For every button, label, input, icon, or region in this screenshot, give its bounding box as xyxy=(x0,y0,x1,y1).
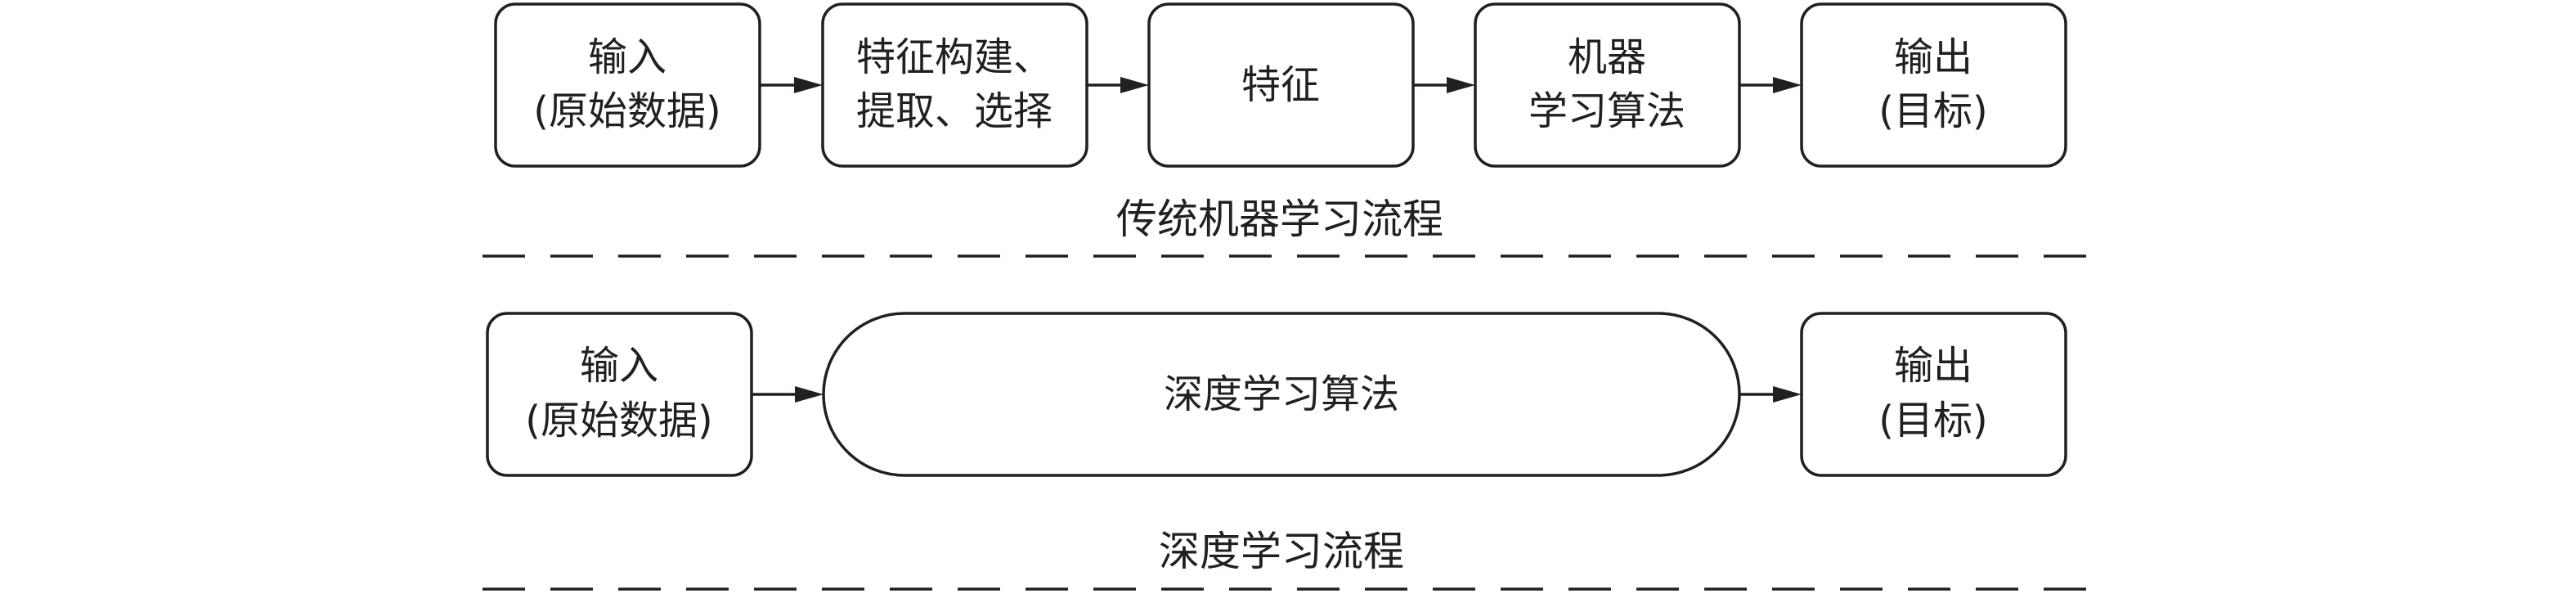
traditional-arrow-1-head xyxy=(794,77,823,93)
deep-learning-pipeline: 输入 (原始数据) 深度学习算法 输出 (目标) 深度学习流程 xyxy=(482,312,2100,591)
deep-output-line2: (目标) xyxy=(1878,398,1987,443)
deep-input-line1: 输入 xyxy=(580,343,658,389)
feature-engineering-line2: 提取、选择 xyxy=(856,88,1052,134)
deep-input-box xyxy=(486,312,753,477)
deep-input-line2: (原始数据) xyxy=(525,398,712,443)
traditional-arrow-2-head xyxy=(1120,77,1149,93)
traditional-output-box xyxy=(1800,2,2067,168)
deep-arrow-1-head xyxy=(795,386,824,403)
deep-arrow-2-head xyxy=(1773,386,1802,403)
ml-algorithm-box xyxy=(1474,2,1741,168)
traditional-input-line1: 输入 xyxy=(588,34,666,80)
features-label: 特征 xyxy=(1241,62,1320,108)
deep-caption: 深度学习流程 xyxy=(1159,528,1404,575)
traditional-output-line2: (目标) xyxy=(1878,88,1987,134)
traditional-arrow-4-head xyxy=(1773,77,1802,93)
traditional-pipeline: 输入 (原始数据) 特征构建、 提取、选择 特征 机器 学习算法 输出 (目标)… xyxy=(482,2,2100,258)
deep-output-box xyxy=(1800,312,2067,477)
deep-output-line1: 输出 xyxy=(1894,343,1972,389)
ml-algorithm-line1: 机器 xyxy=(1568,34,1646,80)
traditional-input-box xyxy=(494,2,761,168)
ml-algorithm-line2: 学习算法 xyxy=(1528,88,1685,134)
traditional-caption: 传统机器学习流程 xyxy=(1116,196,1443,243)
traditional-output-line1: 输出 xyxy=(1894,34,1972,80)
traditional-input-line2: (原始数据) xyxy=(533,88,720,134)
feature-engineering-box xyxy=(821,2,1088,168)
feature-engineering-line1: 特征构建、 xyxy=(856,34,1052,80)
traditional-arrow-3-head xyxy=(1447,77,1475,93)
deep-learning-algorithm-label: 深度学习算法 xyxy=(1164,371,1399,417)
